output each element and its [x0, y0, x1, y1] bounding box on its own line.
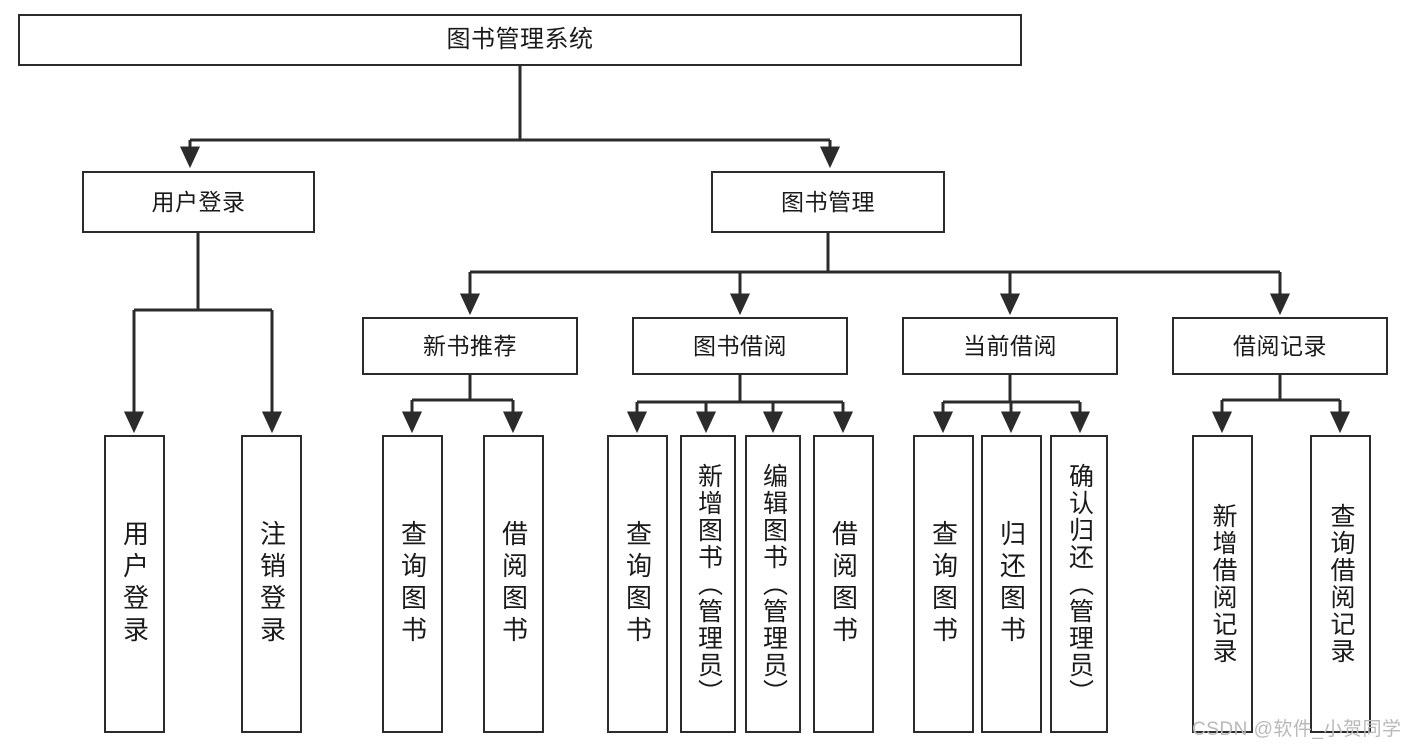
leaf-borrow-book-recommend[interactable]: 借阅图书 — [483, 435, 544, 733]
node-label: 查询图书 — [622, 520, 653, 648]
leaf-add-borrow-record[interactable]: 新增借阅记录 — [1192, 435, 1253, 733]
node-root-book-management-system[interactable]: 图书管理系统 — [18, 14, 1022, 66]
leaf-query-book-current[interactable]: 查询图书 — [913, 435, 974, 733]
leaf-confirm-return-admin[interactable]: 确认归还（管理员） — [1050, 435, 1108, 733]
node-current-borrow[interactable]: 当前借阅 — [902, 317, 1118, 375]
leaf-edit-book-admin[interactable]: 编辑图书（管理员） — [745, 435, 801, 733]
node-label: 图书管理 — [781, 188, 875, 215]
node-label: 注销登录 — [256, 520, 287, 648]
node-user-login[interactable]: 用户登录 — [82, 171, 315, 233]
leaf-query-borrow-record[interactable]: 查询借阅记录 — [1310, 435, 1371, 733]
node-new-book-recommendation[interactable]: 新书推荐 — [362, 317, 578, 375]
node-label: 借阅记录 — [1233, 332, 1327, 359]
node-label: 当前借阅 — [963, 332, 1057, 359]
node-label: 查询借阅记录 — [1327, 503, 1355, 665]
leaf-borrow-book[interactable]: 借阅图书 — [813, 435, 874, 733]
node-label: 图书管理系统 — [446, 26, 594, 54]
node-label: 新书推荐 — [423, 332, 517, 359]
node-label: 用户登录 — [151, 188, 246, 215]
csdn-watermark: CSDN @软件_小贺同学 — [1192, 719, 1402, 740]
node-book-management[interactable]: 图书管理 — [711, 171, 945, 233]
node-book-borrow[interactable]: 图书借阅 — [632, 317, 848, 375]
node-label: 图书借阅 — [693, 332, 787, 359]
leaf-user-login[interactable]: 用户登录 — [104, 435, 165, 733]
node-label: 新增借阅记录 — [1209, 503, 1237, 665]
leaf-add-book-admin[interactable]: 新增图书（管理员） — [680, 435, 736, 733]
node-label: 查询图书 — [928, 520, 959, 648]
leaf-logout[interactable]: 注销登录 — [241, 435, 302, 733]
leaf-return-book[interactable]: 归还图书 — [981, 435, 1042, 733]
node-borrow-record[interactable]: 借阅记录 — [1172, 317, 1388, 375]
node-label: 查询图书 — [397, 520, 428, 648]
node-label: 编辑图书（管理员） — [759, 462, 788, 706]
node-label: 确认归还（管理员） — [1065, 462, 1094, 706]
leaf-query-book-recommend[interactable]: 查询图书 — [382, 435, 443, 733]
node-label: 用户登录 — [119, 520, 150, 648]
leaf-query-book-borrow[interactable]: 查询图书 — [607, 435, 668, 733]
node-label: 借阅图书 — [828, 520, 859, 648]
node-label: 新增图书（管理员） — [694, 462, 723, 706]
node-label: 借阅图书 — [498, 520, 529, 648]
node-label: 归还图书 — [996, 520, 1027, 648]
